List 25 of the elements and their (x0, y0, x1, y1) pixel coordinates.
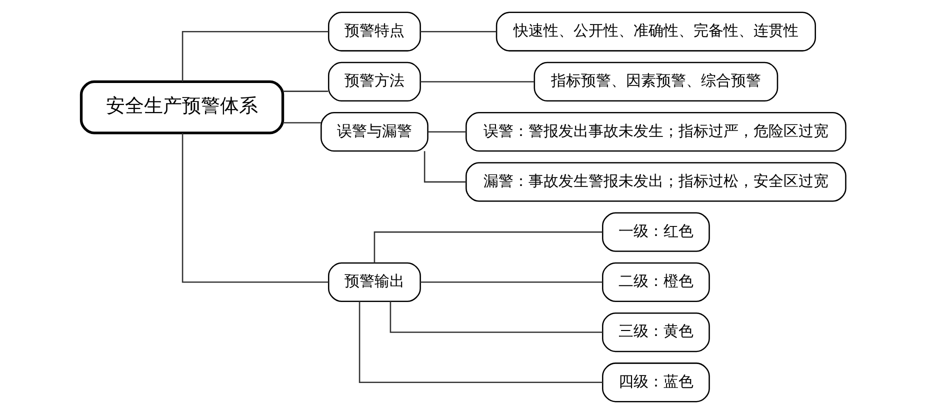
node-box: 预警特点 (327, 12, 420, 52)
connector (389, 301, 602, 333)
connector (420, 81, 534, 82)
node-box: 安全生产预警体系 (79, 80, 284, 134)
node-box: 误警：警报发出事故未发生；指标过严，危险区过宽 (465, 112, 846, 152)
node-box: 预警方法 (327, 62, 420, 102)
node-box: 指标预警、因素预警、综合预警 (533, 62, 778, 102)
node-box: 三级：黄色 (602, 312, 710, 352)
node-box: 误警与漏警 (320, 112, 428, 152)
connector (420, 282, 602, 283)
node-box: 漏警：事故发生警报未发出；指标过松，安全区过宽 (465, 162, 846, 202)
connector (423, 151, 466, 183)
node-box: 预警输出 (327, 262, 420, 302)
node-box: 二级：橙色 (602, 262, 710, 302)
node-box: 一级：红色 (602, 212, 710, 252)
connector (181, 133, 328, 283)
node-box: 快速性、公开性、准确性、完备性、连贯性 (495, 12, 816, 52)
connector (420, 30, 496, 32)
connector (428, 131, 466, 132)
connector (358, 301, 602, 384)
connector (282, 122, 320, 124)
connector (373, 231, 602, 263)
node-box: 四级：蓝色 (602, 362, 710, 402)
connector (282, 90, 328, 92)
connector (181, 30, 328, 82)
